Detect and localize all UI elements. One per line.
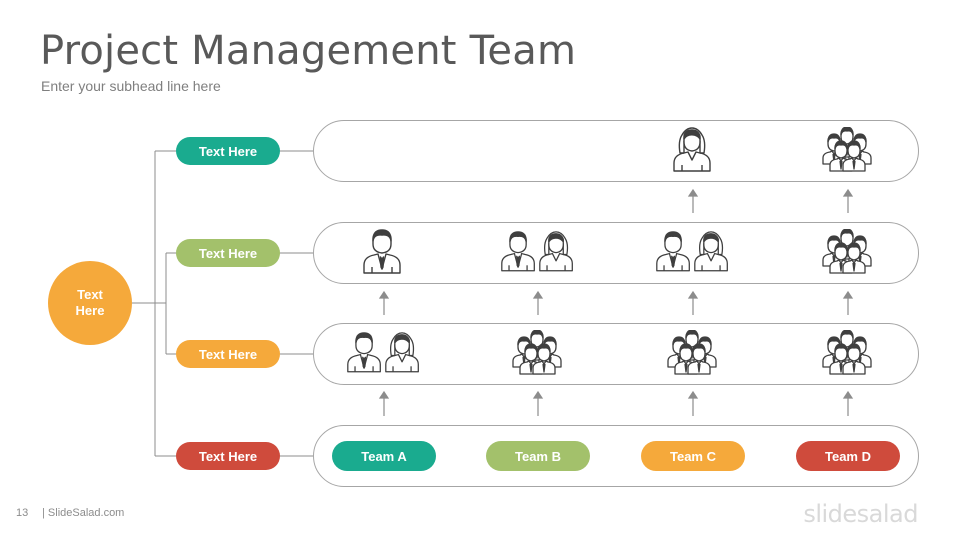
team-d-pill: Team D — [796, 441, 900, 471]
group-icon — [822, 127, 874, 175]
group-icon — [512, 330, 564, 378]
level-1-pill: Text Here — [176, 137, 280, 165]
group-icon — [822, 229, 874, 277]
level-2-pill: Text Here — [176, 239, 280, 267]
group-icon — [822, 330, 874, 378]
team-b-pill: Team B — [486, 441, 590, 471]
lane-level-1 — [313, 120, 919, 182]
female-manager-icon — [673, 127, 711, 172]
level-4-pill: Text Here — [176, 442, 280, 470]
team-pair-icon — [346, 332, 426, 380]
root-node: Text Here — [48, 261, 132, 345]
page-subhead: Enter your subhead line here — [41, 78, 221, 94]
team-a-pill: Team A — [332, 441, 436, 471]
level-3-pill: Text Here — [176, 340, 280, 368]
group-icon — [667, 330, 719, 378]
brand-logo: slidesalad — [803, 500, 918, 528]
team-pair-icon — [500, 231, 580, 279]
page-number: 13 — [16, 507, 29, 519]
page-title: Project Management Team — [40, 28, 577, 74]
lane-level-2 — [313, 222, 919, 284]
manager-icon — [363, 229, 401, 274]
team-pair-icon — [655, 231, 735, 279]
footer-brand: | SlideSalad.com — [42, 507, 125, 519]
team-c-pill: Team C — [641, 441, 745, 471]
lane-level-3 — [313, 323, 919, 385]
